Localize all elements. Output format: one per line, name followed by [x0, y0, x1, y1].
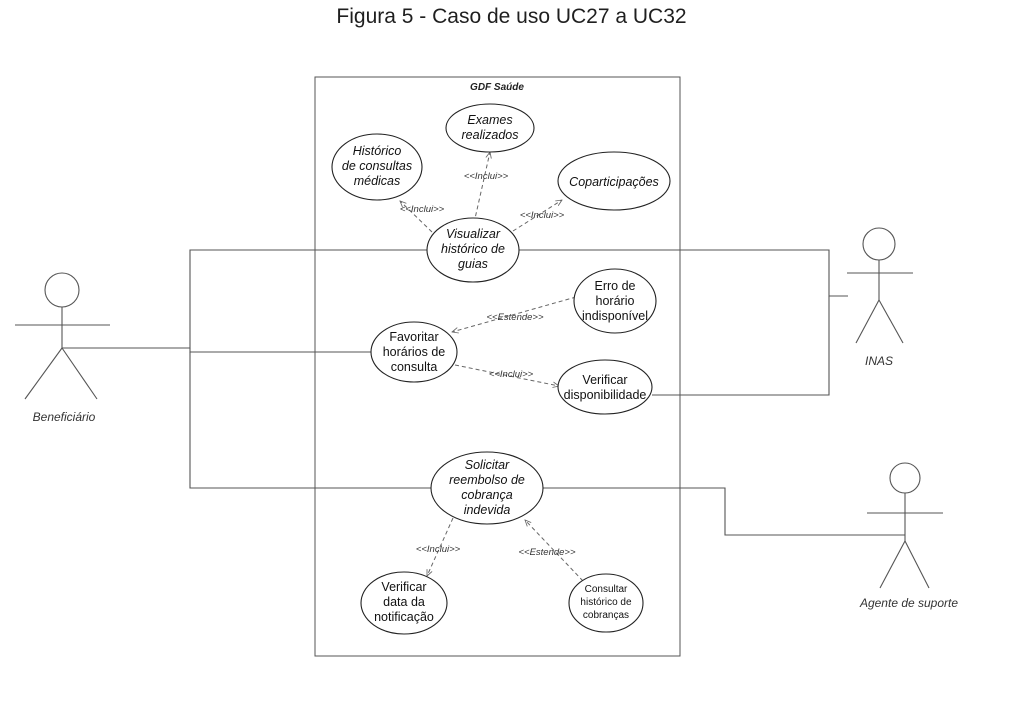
svg-text:histórico de: histórico de — [580, 597, 632, 608]
rel-label-inclui-copart: <<Inclui>> — [520, 210, 565, 221]
use-case-coparticipacoes[interactable]: Coparticipações — [557, 151, 671, 211]
svg-text:histórico de: histórico de — [441, 242, 505, 256]
use-case-visualizar-historico-guias[interactable]: Visualizar histórico de guias — [426, 217, 520, 283]
svg-text:indisponível: indisponível — [582, 309, 648, 323]
svg-text:cobranças: cobranças — [583, 610, 629, 621]
svg-text:Verificar: Verificar — [582, 373, 627, 387]
use-case-verificar-disponibilidade[interactable]: Verificar disponibilidade — [557, 359, 653, 415]
rel-label-estende-erro: <<Estende>> — [486, 312, 544, 323]
svg-text:consulta: consulta — [391, 360, 438, 374]
svg-text:Verificar: Verificar — [381, 580, 426, 594]
system-boundary — [314, 76, 681, 657]
rel-label-estende-cobrancas: <<Estende>> — [518, 547, 576, 558]
figure-caption: Figura 5 - Caso de uso UC27 a UC32 — [336, 5, 687, 28]
svg-text:reembolso de: reembolso de — [449, 473, 525, 487]
use-case-favoritar-horarios[interactable]: Favoritar horários de consulta — [370, 321, 458, 383]
use-case-verificar-data-notificacao[interactable]: Verificar data da notificação — [360, 571, 448, 635]
system-title: GDF Saúde — [470, 82, 524, 93]
use-case-consultar-historico-cobrancas[interactable]: Consultar histórico de cobranças — [568, 573, 644, 633]
use-case-exames-realizados[interactable]: Exames realizados — [445, 103, 535, 153]
svg-text:realizados: realizados — [462, 128, 519, 142]
svg-text:Consultar: Consultar — [585, 584, 628, 595]
svg-text:Solicitar: Solicitar — [465, 458, 510, 472]
rel-label-inclui-disp: <<Inclui>> — [489, 369, 534, 380]
rel-label-inclui-historico: <<Inclui>> — [400, 204, 445, 215]
svg-text:Histórico: Histórico — [353, 144, 402, 158]
svg-text:horário: horário — [596, 294, 635, 308]
svg-text:horários de: horários de — [383, 345, 446, 359]
svg-text:data da: data da — [383, 595, 425, 609]
svg-text:cobrança: cobrança — [461, 488, 512, 502]
svg-text:Favoritar: Favoritar — [389, 330, 438, 344]
actor-inas-label: INAS — [865, 354, 893, 368]
actor-agente-suporte-label: Agente de suporte — [859, 596, 958, 610]
svg-text:Erro de: Erro de — [595, 279, 636, 293]
svg-text:Coparticipações: Coparticipações — [569, 175, 659, 189]
rel-label-inclui-exames: <<Inclui>> — [464, 171, 509, 182]
svg-text:de consultas: de consultas — [342, 159, 412, 173]
actor-inas[interactable]: INAS — [847, 227, 913, 368]
associations — [62, 249, 905, 536]
svg-text:Exames: Exames — [467, 113, 512, 127]
svg-text:disponibilidade: disponibilidade — [564, 388, 647, 402]
use-case-historico-consultas[interactable]: Histórico de consultas médicas — [331, 133, 423, 201]
svg-text:Visualizar: Visualizar — [446, 227, 501, 241]
dependencies — [400, 152, 584, 582]
svg-text:indevida: indevida — [464, 503, 511, 517]
svg-text:médicas: médicas — [354, 174, 401, 188]
use-case-erro-horario-indisponivel[interactable]: Erro de horário indisponível — [573, 268, 657, 334]
rel-label-inclui-data: <<Inclui>> — [416, 544, 461, 555]
actor-agente-suporte[interactable]: Agente de suporte — [859, 462, 958, 610]
actor-beneficiario[interactable]: Beneficiário — [15, 272, 110, 424]
actor-beneficiario-label: Beneficiário — [33, 410, 96, 424]
svg-text:guias: guias — [458, 257, 488, 271]
use-case-solicitar-reembolso[interactable]: Solicitar reembolso de cobrança indevida — [430, 451, 544, 525]
svg-text:notificação: notificação — [374, 610, 434, 624]
